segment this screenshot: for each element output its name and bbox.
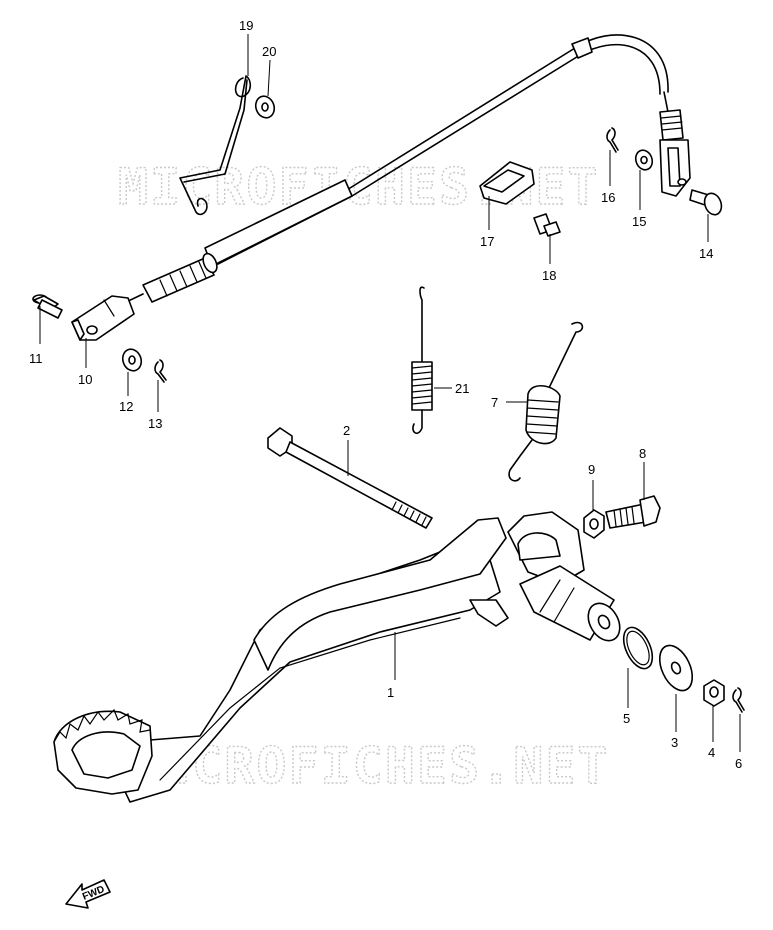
callout-number-13: 13: [148, 416, 162, 431]
part-12-washer[interactable]: [120, 347, 144, 374]
callout-number-6: 6: [735, 756, 742, 771]
callout-21: 21: [434, 381, 469, 396]
callout-number-18: 18: [542, 268, 556, 283]
fwd-label: FWD: [81, 884, 106, 903]
part-9-nut[interactable]: [583, 509, 605, 539]
callout-number-15: 15: [632, 214, 646, 229]
part-20-washer[interactable]: [253, 94, 277, 121]
cable-clevis-right: [659, 139, 691, 197]
callout-19: 19: [239, 18, 253, 76]
part-21-return-spring[interactable]: [411, 286, 433, 435]
callout-8: 8: [639, 446, 646, 500]
brake-cable: [119, 34, 684, 306]
callout-number-19: 19: [239, 18, 253, 33]
callout-1: 1: [387, 632, 396, 700]
callout-17: 17: [480, 196, 494, 249]
callout-11: 11: [29, 306, 43, 366]
callout-10: 10: [78, 338, 92, 387]
part-14-pin[interactable]: [689, 189, 724, 217]
callout-number-9: 9: [588, 462, 595, 477]
callout-number-5: 5: [623, 711, 630, 726]
callout-number-7: 7: [491, 395, 498, 410]
callout-number-12: 12: [119, 399, 133, 414]
part-11-clevis-pin[interactable]: [32, 294, 63, 319]
part-3-washer[interactable]: [653, 640, 699, 695]
part-2-pivot-bolt[interactable]: [267, 427, 433, 529]
callout-number-14: 14: [699, 246, 713, 261]
callout-15: 15: [632, 170, 646, 229]
part-13-cotter-pin[interactable]: [154, 359, 167, 383]
callout-number-21: 21: [455, 381, 469, 396]
part-6-cotter-pin[interactable]: [732, 687, 745, 713]
callout-number-17: 17: [480, 234, 494, 249]
forward-direction-arrow: FWD: [65, 879, 111, 909]
callout-number-20: 20: [262, 44, 276, 59]
callout-number-10: 10: [78, 372, 92, 387]
part-7-brake-pedal-spring[interactable]: [508, 321, 584, 482]
part-17-cable-clip[interactable]: [479, 161, 535, 205]
part-16-cotter-pin[interactable]: [606, 127, 619, 153]
callout-9: 9: [588, 462, 595, 510]
callout-6: 6: [735, 714, 742, 771]
part-10-cable-clevis[interactable]: [71, 295, 135, 341]
callout-number-4: 4: [708, 745, 715, 760]
part-18-bolt[interactable]: [533, 213, 561, 237]
part-5-o-ring[interactable]: [618, 623, 658, 673]
callout-number-8: 8: [639, 446, 646, 461]
part-19-cable-guide-wire[interactable]: [179, 75, 252, 216]
part-8-bolt[interactable]: [605, 495, 661, 529]
callout-3: 3: [671, 694, 678, 750]
callout-18: 18: [542, 234, 556, 283]
callout-4: 4: [708, 706, 715, 760]
callout-20: 20: [262, 44, 276, 97]
callout-number-3: 3: [671, 735, 678, 750]
callout-12: 12: [119, 372, 133, 414]
callout-number-16: 16: [601, 190, 615, 205]
part-15-washer[interactable]: [633, 148, 655, 172]
callout-16: 16: [601, 150, 615, 205]
callout-5: 5: [623, 668, 630, 726]
callout-14: 14: [699, 214, 713, 261]
callout-number-11: 11: [29, 351, 43, 366]
callout-13: 13: [148, 380, 162, 431]
callout-2: 2: [343, 423, 350, 476]
cable-boot-left: [142, 252, 218, 303]
part-4-castle-nut[interactable]: [703, 679, 725, 707]
cable-adjuster-right: [659, 91, 684, 141]
part-1-brake-pedal[interactable]: [53, 511, 626, 803]
callout-number-2: 2: [343, 423, 350, 438]
callout-7: 7: [491, 395, 528, 410]
callout-number-1: 1: [387, 685, 394, 700]
